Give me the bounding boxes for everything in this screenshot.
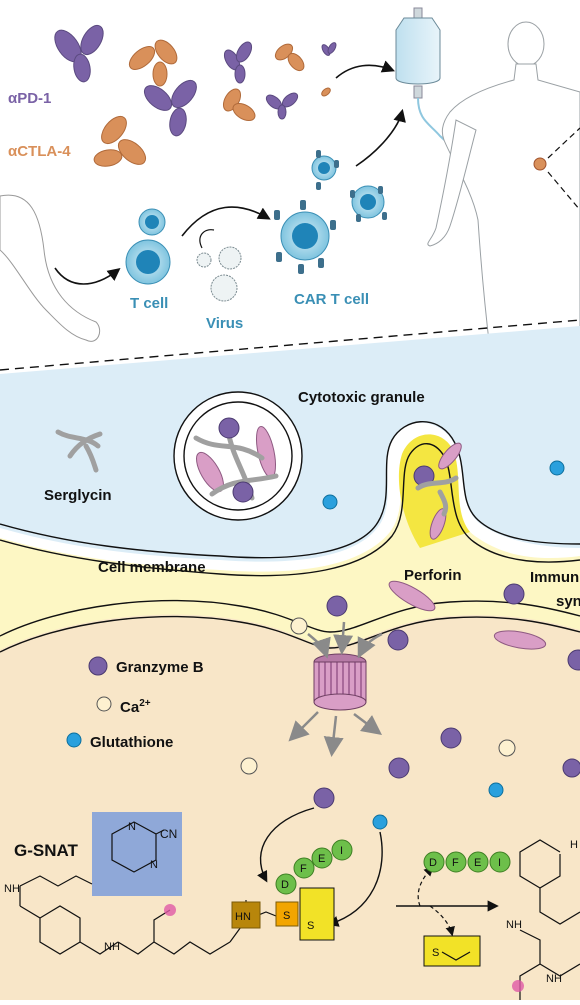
gsnat-label: G-SNAT bbox=[14, 841, 79, 860]
pyrimidine-box bbox=[92, 812, 182, 896]
cell-membrane-label: Cell membrane bbox=[98, 559, 206, 576]
antibody-pd1 bbox=[321, 42, 337, 56]
car-tcell bbox=[274, 150, 387, 274]
legend: Granzyme B Ca2+ Glutathione bbox=[66, 656, 204, 751]
pyrimidine-n-atom: N bbox=[128, 821, 136, 833]
influx-arrows bbox=[288, 621, 383, 757]
disulfide-box bbox=[275, 901, 299, 927]
antibody-pd1 bbox=[265, 92, 299, 120]
legend-granzyme-swatch bbox=[88, 656, 108, 676]
bottom-panel: Cytotoxic granule Serglycin Cell membran… bbox=[0, 326, 580, 1000]
synapse-molecules bbox=[290, 580, 580, 671]
cytotoxic-granule bbox=[173, 391, 303, 521]
legend-calcium-swatch bbox=[96, 696, 112, 712]
virus-icon bbox=[196, 246, 242, 302]
sulfur-label-2: S bbox=[307, 920, 314, 932]
arrow-antibody-to-bag bbox=[335, 60, 395, 79]
patient-figure bbox=[427, 21, 580, 351]
product-nh-label-2: NH bbox=[546, 973, 562, 985]
top-panel: αPD-1 αCTLA-4 T cell Virus bbox=[0, 7, 580, 351]
thiol-box bbox=[423, 935, 481, 967]
label-marker bbox=[164, 904, 176, 916]
nh-label-2: NH bbox=[104, 941, 120, 953]
car-tcell-label: CAR T cell bbox=[294, 291, 369, 308]
nh-label: NH bbox=[4, 883, 20, 895]
tcell bbox=[125, 208, 171, 285]
peptide-residue: E bbox=[318, 853, 325, 865]
disulfide-box-2 bbox=[299, 887, 335, 941]
antibody-pd1 bbox=[54, 24, 104, 83]
sulfur-label: S bbox=[283, 910, 290, 922]
glutathione-molecule bbox=[322, 494, 338, 510]
product-h-label: H bbox=[570, 839, 578, 851]
patient-arm bbox=[0, 194, 101, 342]
pyrimidine-n-atom: N bbox=[150, 859, 158, 871]
perforin-label: Perforin bbox=[404, 567, 462, 584]
antibody-pd1 bbox=[223, 41, 253, 84]
peptide-residue: F bbox=[452, 857, 459, 869]
released-molecules bbox=[240, 727, 580, 830]
peptide-residue: I bbox=[340, 845, 343, 857]
lower-cell-region bbox=[0, 614, 580, 1000]
peptide-residue: D bbox=[281, 879, 289, 891]
serglycin-label: Serglycin bbox=[44, 487, 112, 504]
antibody-cluster bbox=[54, 24, 337, 137]
tcell-label: T cell bbox=[130, 295, 168, 312]
iv-bag-icon bbox=[395, 7, 471, 157]
fusing-granule-content bbox=[413, 442, 462, 540]
immune-synapse-label: Immun bbox=[530, 569, 579, 586]
thiol-s-label: S bbox=[432, 947, 439, 959]
peptide-residue: F bbox=[300, 863, 307, 875]
chemistry-section: G-SNAT N N CN NH NH HN bbox=[4, 812, 580, 1000]
arrow-arm-to-tcell bbox=[54, 267, 121, 285]
peptide-residue: I bbox=[498, 857, 501, 869]
antibody-pd1 bbox=[143, 79, 197, 137]
label-marker bbox=[512, 980, 524, 992]
glutathione-molecule bbox=[549, 460, 565, 476]
peptide-chain: D F E I bbox=[275, 839, 353, 895]
cyano-label: CN bbox=[160, 827, 177, 841]
legend-glutathione-label: Glutathione bbox=[90, 734, 173, 751]
dashed-release-arrow bbox=[417, 866, 434, 907]
arrow-granzyme-cleave bbox=[257, 807, 315, 883]
arrow-glutathione-reduce bbox=[327, 831, 383, 927]
released-peptide: D F E I bbox=[423, 851, 511, 873]
product-nh-label: NH bbox=[506, 919, 522, 931]
panel-divider bbox=[0, 319, 580, 371]
peptide-residue: D bbox=[429, 857, 437, 869]
hn-label: HN bbox=[235, 911, 251, 923]
perforin-pore bbox=[313, 653, 367, 711]
arrow-virus-to-car bbox=[199, 229, 215, 249]
antibody-cluster-ctla4 bbox=[93, 39, 331, 167]
legend-calcium-label: Ca2+ bbox=[120, 698, 151, 716]
legend-glutathione-swatch bbox=[66, 732, 82, 748]
cytotoxic-granule-label: Cytotoxic granule bbox=[298, 389, 425, 406]
virus-label: Virus bbox=[206, 315, 243, 332]
antibody-pd1-label: αPD-1 bbox=[8, 90, 51, 107]
legend-granzyme-label: Granzyme B bbox=[116, 659, 204, 676]
peptide-residue: E bbox=[474, 857, 481, 869]
arrow-car-to-bag bbox=[355, 108, 406, 167]
hn-box bbox=[231, 901, 261, 929]
arrow-tcell-to-car bbox=[181, 206, 271, 237]
zoom-guide-line bbox=[547, 127, 580, 211]
dashed-release-arrow-2 bbox=[429, 905, 455, 937]
immune-synapse-label-line2: syn bbox=[556, 593, 580, 610]
tumor-marker bbox=[533, 157, 547, 171]
serglycin-icon bbox=[55, 429, 103, 473]
antibody-ctla4-label: αCTLA-4 bbox=[8, 143, 71, 160]
